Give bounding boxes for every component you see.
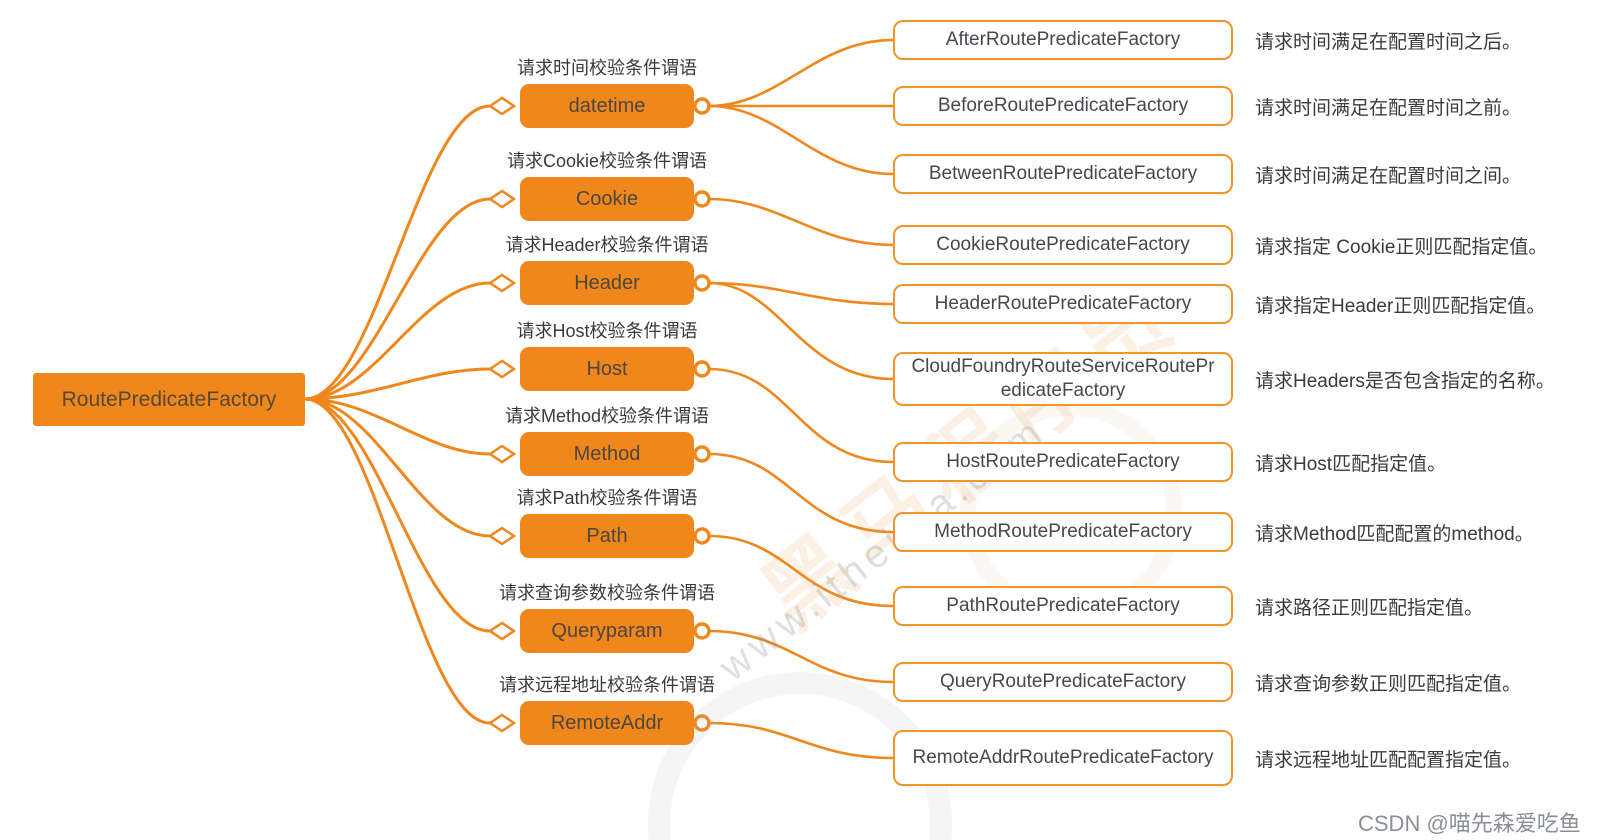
node-route-predicate-factory: RoutePredicateFactory [33,373,305,426]
branch-caption-queryparam: 请求查询参数校验条件谓语 [499,583,715,603]
factory-description-header: 请求指定Header正则匹配指定值。 [1255,295,1546,317]
factory-description-remoteaddr: 请求远程地址匹配配置指定值。 [1255,749,1522,771]
branch-caption-cookie: 请求Cookie校验条件谓语 [506,151,708,171]
factory-description-between: 请求时间满足在配置时间之间。 [1255,165,1522,187]
factory-row-header: HeaderRoutePredicateFactory 请求指定Header正则… [893,284,1545,324]
branch-node-host: Host [520,347,694,391]
factory-node-before: BeforeRoutePredicateFactory [893,86,1233,126]
csdn-credit-text: CSDN @喵先森爱吃鱼 [1358,811,1581,836]
factory-description-host: 请求Host匹配指定值。 [1255,453,1447,475]
factory-description-before: 请求时间满足在配置时间之前。 [1255,97,1522,119]
factory-description-after: 请求时间满足在配置时间之后。 [1255,31,1522,53]
branch-caption-method: 请求Method校验条件谓语 [504,406,710,426]
branch-node-header: Header [520,261,694,305]
factory-row-method: MethodRoutePredicateFactory 请求Method匹配配置… [893,512,1534,552]
branch-node-cookie: Cookie [520,177,694,221]
factory-node-method: MethodRoutePredicateFactory [893,512,1233,552]
factory-node-query: QueryRoutePredicateFactory [893,662,1233,702]
branch-node-method: Method [520,432,694,476]
factory-row-host: HostRoutePredicateFactory 请求Host匹配指定值。 [893,442,1446,482]
factory-node-cloudfoundry: CloudFoundryRouteServiceRoutePredicateFa… [893,352,1233,406]
branch-node-queryparam: Queryparam [520,609,694,653]
branch-node-remoteaddr: RemoteAddr [520,701,694,745]
factory-node-after: AfterRoutePredicateFactory [893,20,1233,60]
factory-node-header: HeaderRoutePredicateFactory [893,284,1233,324]
factory-row-query: QueryRoutePredicateFactory 请求查询参数正则匹配指定值… [893,662,1521,702]
factory-row-before: BeforeRoutePredicateFactory 请求时间满足在配置时间之… [893,86,1521,126]
factory-row-between: BetweenRoutePredicateFactory 请求时间满足在配置时间… [893,154,1521,194]
branch-caption-path: 请求Path校验条件谓语 [516,488,698,508]
branch-diamond-markers [487,96,517,733]
root-branch-curves [304,104,491,725]
factory-description-cookie: 请求指定 Cookie正则匹配指定值。 [1255,236,1548,258]
branch-node-path: Path [520,514,694,558]
factory-description-query: 请求查询参数正则匹配指定值。 [1255,673,1522,695]
branch-caption-header: 请求Header校验条件谓语 [505,235,709,255]
factory-description-path: 请求路径正则匹配指定值。 [1255,597,1484,619]
factory-description-method: 请求Method匹配配置的method。 [1255,523,1534,545]
branch-node-datetime: datetime [520,84,694,128]
factory-description-cloudfoundry: 请求Headers是否包含指定的名称。 [1255,370,1555,392]
factory-node-path: PathRoutePredicateFactory [893,586,1233,626]
factory-node-remoteaddr: RemoteAddrRoutePredicateFactory [893,730,1233,786]
factory-row-cloudfoundry: CloudFoundryRouteServiceRoutePredicateFa… [893,352,1555,406]
branch-caption-datetime: 请求时间校验条件谓语 [517,58,697,78]
factory-row-cookie: CookieRoutePredicateFactory 请求指定 Cookie正… [893,225,1547,265]
factory-row-after: AfterRoutePredicateFactory 请求时间满足在配置时间之后… [893,20,1521,60]
factory-node-host: HostRoutePredicateFactory [893,442,1233,482]
factory-node-between: BetweenRoutePredicateFactory [893,154,1233,194]
branch-caption-remoteaddr: 请求远程地址校验条件谓语 [499,675,715,695]
branch-caption-host: 请求Host校验条件谓语 [516,321,698,341]
factory-row-path: PathRoutePredicateFactory 请求路径正则匹配指定值。 [893,586,1483,626]
factory-row-remoteaddr: RemoteAddrRoutePredicateFactory 请求远程地址匹配… [893,730,1521,786]
factory-node-cookie: CookieRoutePredicateFactory [893,225,1233,265]
